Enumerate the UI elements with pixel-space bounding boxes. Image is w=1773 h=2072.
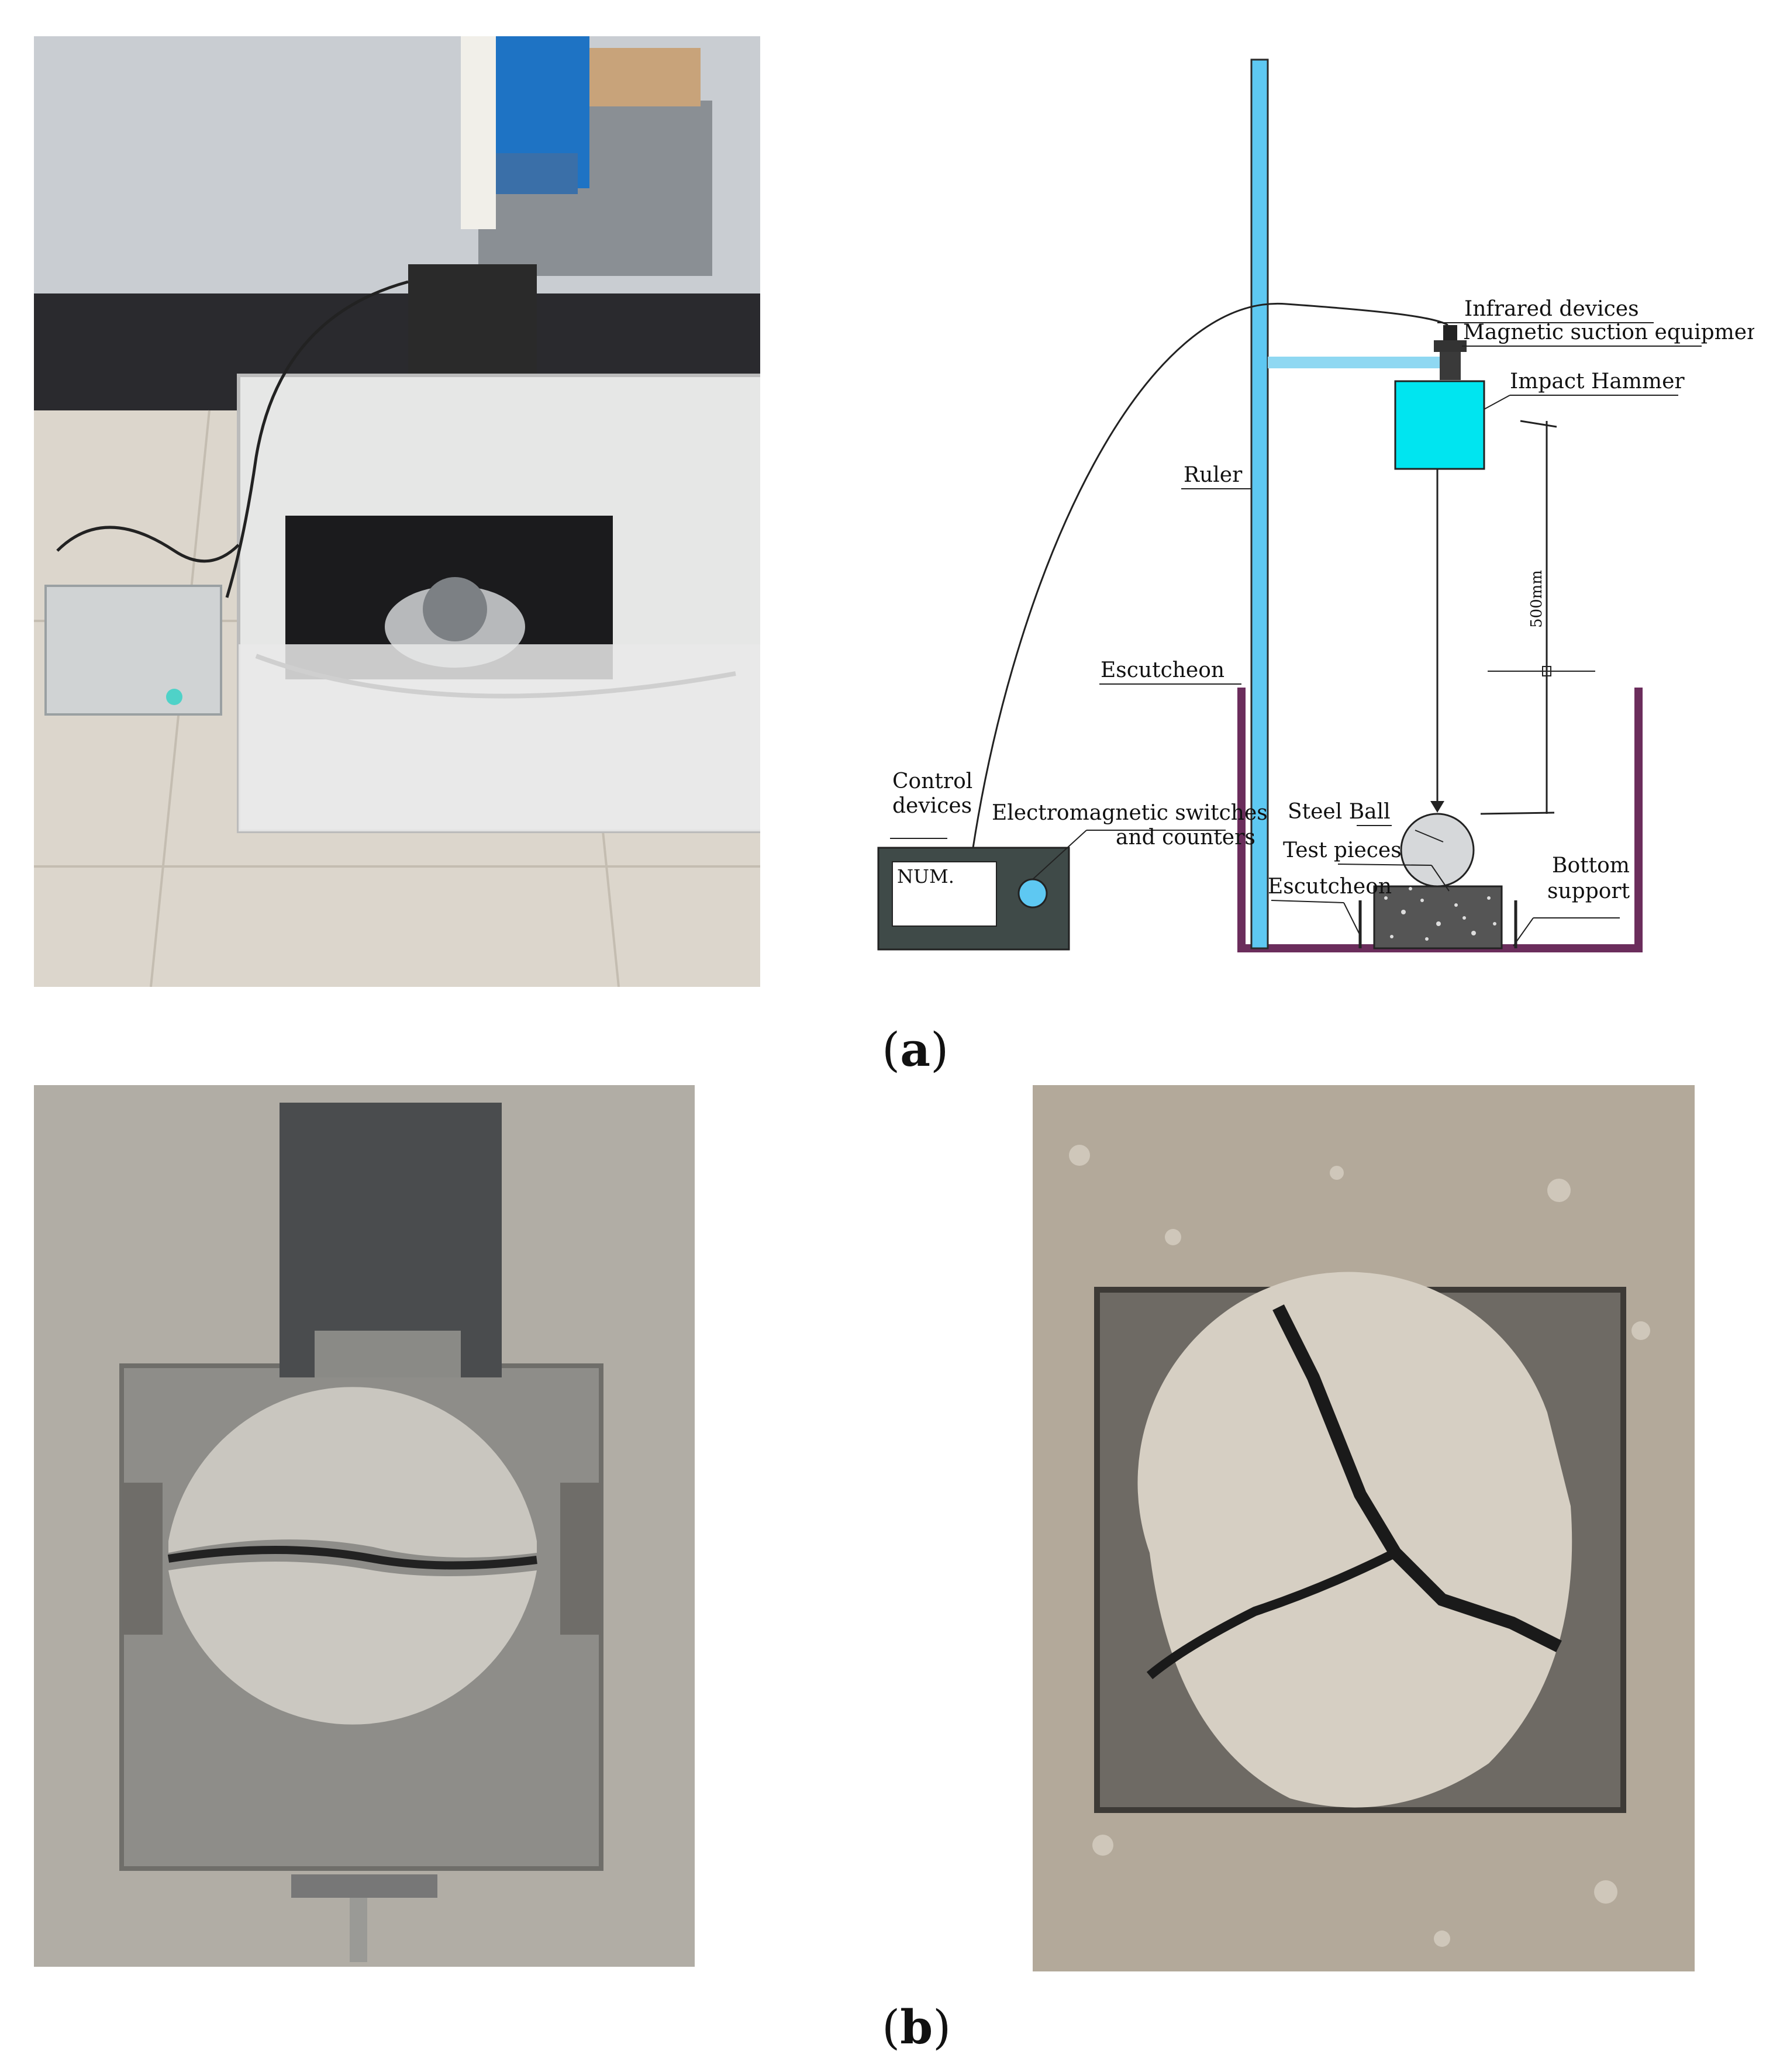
control-display	[892, 861, 997, 927]
label-escutcheon-top: Escutcheon	[1101, 658, 1224, 682]
steel-ball	[1400, 813, 1475, 887]
label-infrared: Infrared devices	[1464, 297, 1639, 321]
signal-cable	[972, 302, 1448, 848]
dimension-label: 500mm	[1528, 570, 1546, 628]
infrared-device	[1443, 325, 1457, 340]
magnetic-suction	[1434, 340, 1467, 352]
label-magnetic: Magnetic suction equipment	[1463, 320, 1754, 344]
label-test-pieces: Test pieces	[1283, 838, 1402, 862]
label-switch-2: and counters	[1116, 826, 1255, 849]
label-control-2: devices	[892, 794, 972, 818]
apparatus-schematic: 500mm NUM. Infrared devices Magnetic suc…	[842, 23, 1754, 994]
impact-hammer	[1394, 380, 1485, 470]
label-switch-1: Electromagnetic switches	[992, 801, 1268, 825]
magnet-arm	[1268, 357, 1461, 368]
caption-b: (b)	[882, 2000, 951, 2054]
label-bottom-2: support	[1547, 879, 1630, 903]
label-control-1: Control	[892, 769, 972, 793]
label-hammer: Impact Hammer	[1510, 369, 1685, 393]
ruler	[1250, 58, 1269, 949]
caption-a: (a)	[882, 1022, 949, 1077]
indicator-light	[1017, 878, 1048, 909]
num-label: NUM.	[897, 865, 954, 887]
label-ruler: Ruler	[1184, 463, 1243, 487]
label-escutcheon-bottom: Escutcheon	[1268, 875, 1392, 899]
apparatus-photo	[34, 36, 760, 987]
label-steel-ball: Steel Ball	[1288, 800, 1391, 824]
cracked-specimen-photo	[1033, 1085, 1695, 1971]
test-piece	[1373, 885, 1503, 949]
label-bottom-1: Bottom	[1552, 854, 1630, 878]
split-specimen-photo	[34, 1085, 695, 1967]
